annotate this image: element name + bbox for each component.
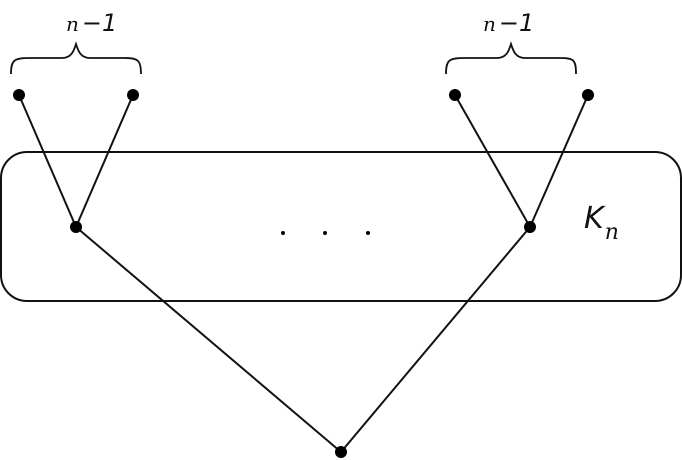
kn-label-main: K [584, 201, 606, 236]
right-brace-label-rest: −1 [499, 9, 534, 37]
edge-right-hub-to-apex [340, 226, 531, 453]
right-brace [445, 41, 577, 75]
edge-left-hub-to-apex [75, 226, 342, 453]
left-brace-label-rest: −1 [82, 9, 117, 37]
right-brace-label: n−1 [483, 9, 534, 37]
ellipsis-dot-2 [323, 231, 327, 235]
right-brace-label-var: n [483, 12, 496, 36]
ellipsis-dot-1 [281, 231, 285, 235]
vertex-left-leaf-2 [127, 89, 139, 101]
ellipsis-dot-3 [366, 231, 370, 235]
kn-box [0, 151, 682, 302]
vertex-left-hub [70, 221, 82, 233]
edge-right-leaf-2-to-right-hub [529, 94, 589, 228]
kn-label-sub: n [605, 220, 619, 245]
edge-left-leaf-2-to-left-hub [75, 94, 134, 228]
vertex-left-leaf-1 [13, 89, 25, 101]
left-brace [10, 41, 142, 75]
kn-label: Kn [584, 201, 619, 245]
vertex-apex [335, 446, 347, 458]
vertex-right-leaf-1 [449, 89, 461, 101]
vertex-right-leaf-2 [582, 89, 594, 101]
left-brace-label: n−1 [66, 9, 117, 37]
edge-right-leaf-1-to-right-hub [454, 94, 531, 228]
edge-left-leaf-1-to-left-hub [18, 94, 77, 228]
left-brace-label-var: n [66, 12, 79, 36]
ellipsis [281, 231, 370, 235]
vertex-right-hub [524, 221, 536, 233]
